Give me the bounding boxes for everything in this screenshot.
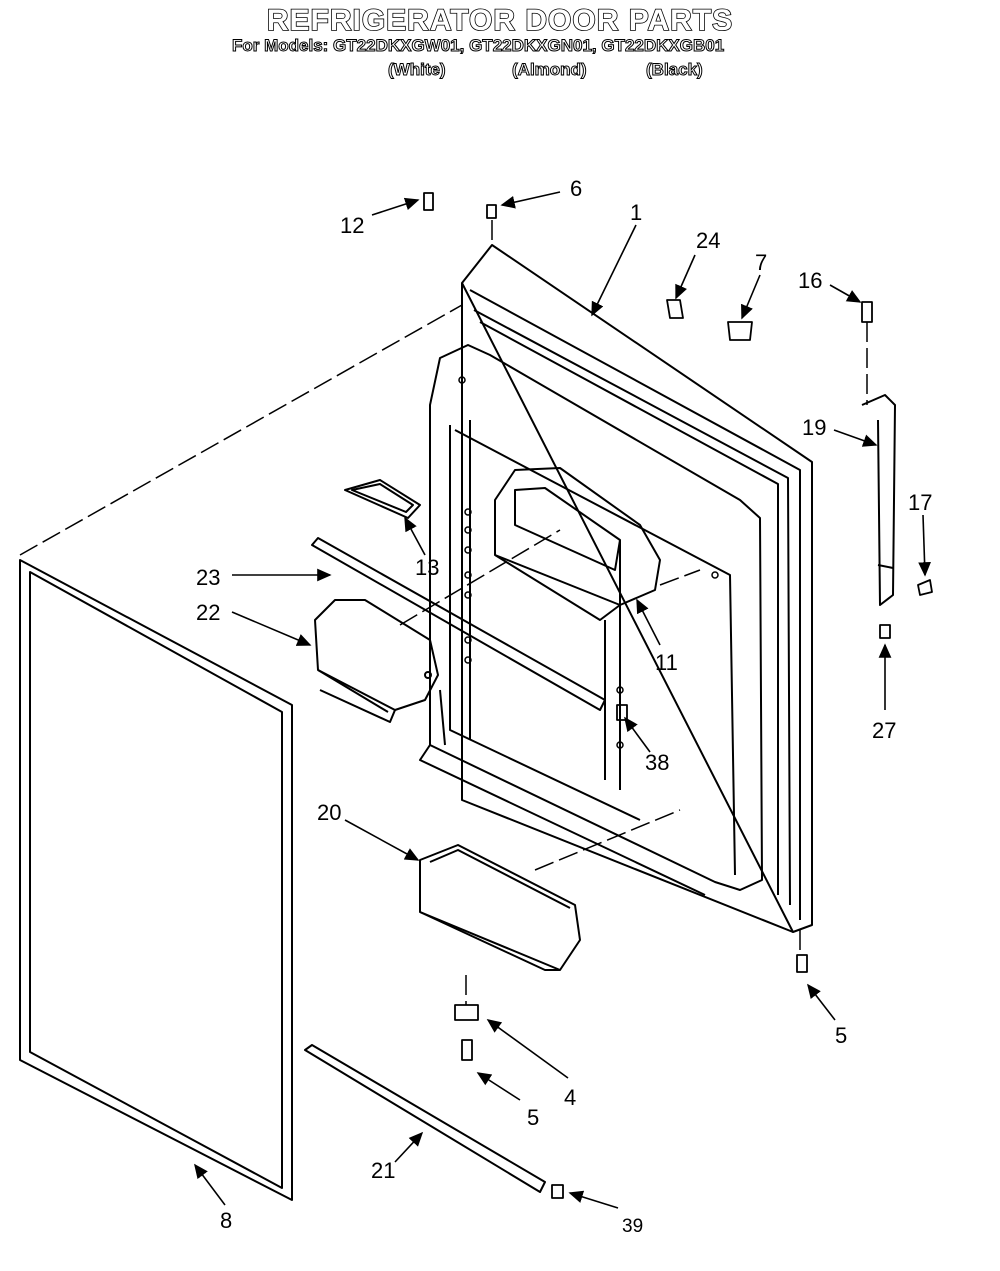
callout-11: 11: [655, 650, 678, 675]
callout-13: 13: [415, 555, 439, 580]
dairy-compartment: [494, 467, 661, 621]
shelf-rail: [311, 537, 606, 711]
callout-27: 27: [872, 718, 896, 743]
assembly-guides: [19, 220, 868, 1005]
callout-6: 6: [570, 176, 582, 201]
callout-12: 12: [340, 213, 364, 238]
callout-8: 8: [220, 1208, 232, 1233]
callout-7: 7: [755, 250, 767, 275]
callout-20: 20: [317, 800, 341, 825]
callout-38: 38: [645, 750, 669, 775]
models-line: For Models: GT22DKXGW01, GT22DKXGN01, GT…: [231, 36, 725, 56]
variant-black: (Black): [646, 60, 704, 80]
door-gasket: [19, 559, 293, 1201]
callout-1: 1: [630, 200, 642, 225]
callout-39: 39: [622, 1216, 643, 1237]
callout-labels: 1 4 5 5 6 7 8 11 12 13 16 17 19 20 21 22…: [196, 176, 932, 1237]
variant-almond: (Almond): [512, 60, 588, 80]
door-bin: [419, 844, 581, 971]
bin-cover: [314, 599, 439, 723]
callout-16: 16: [798, 268, 822, 293]
hardware-parts: [423, 192, 933, 1199]
callout-19: 19: [802, 415, 826, 440]
callout-24: 24: [696, 228, 720, 253]
leader-arrows: [194, 191, 931, 1209]
door-handle: [861, 394, 896, 606]
page-title: REFRIGERATOR DOOR PARTS: [266, 3, 734, 38]
door-liner: [419, 344, 763, 896]
callout-5-lower: 5: [527, 1105, 539, 1130]
variant-white: (White): [388, 60, 447, 80]
callout-4: 4: [564, 1085, 576, 1110]
callout-23: 23: [196, 565, 220, 590]
callout-21: 21: [371, 1158, 395, 1183]
door-outer-panel: [461, 244, 813, 933]
bottom-trim: [304, 1044, 546, 1193]
callout-17: 17: [908, 490, 932, 515]
callout-22: 22: [196, 600, 220, 625]
cover-insert: [344, 479, 421, 519]
callout-5-right: 5: [835, 1023, 847, 1048]
liner-holes: [458, 376, 719, 749]
